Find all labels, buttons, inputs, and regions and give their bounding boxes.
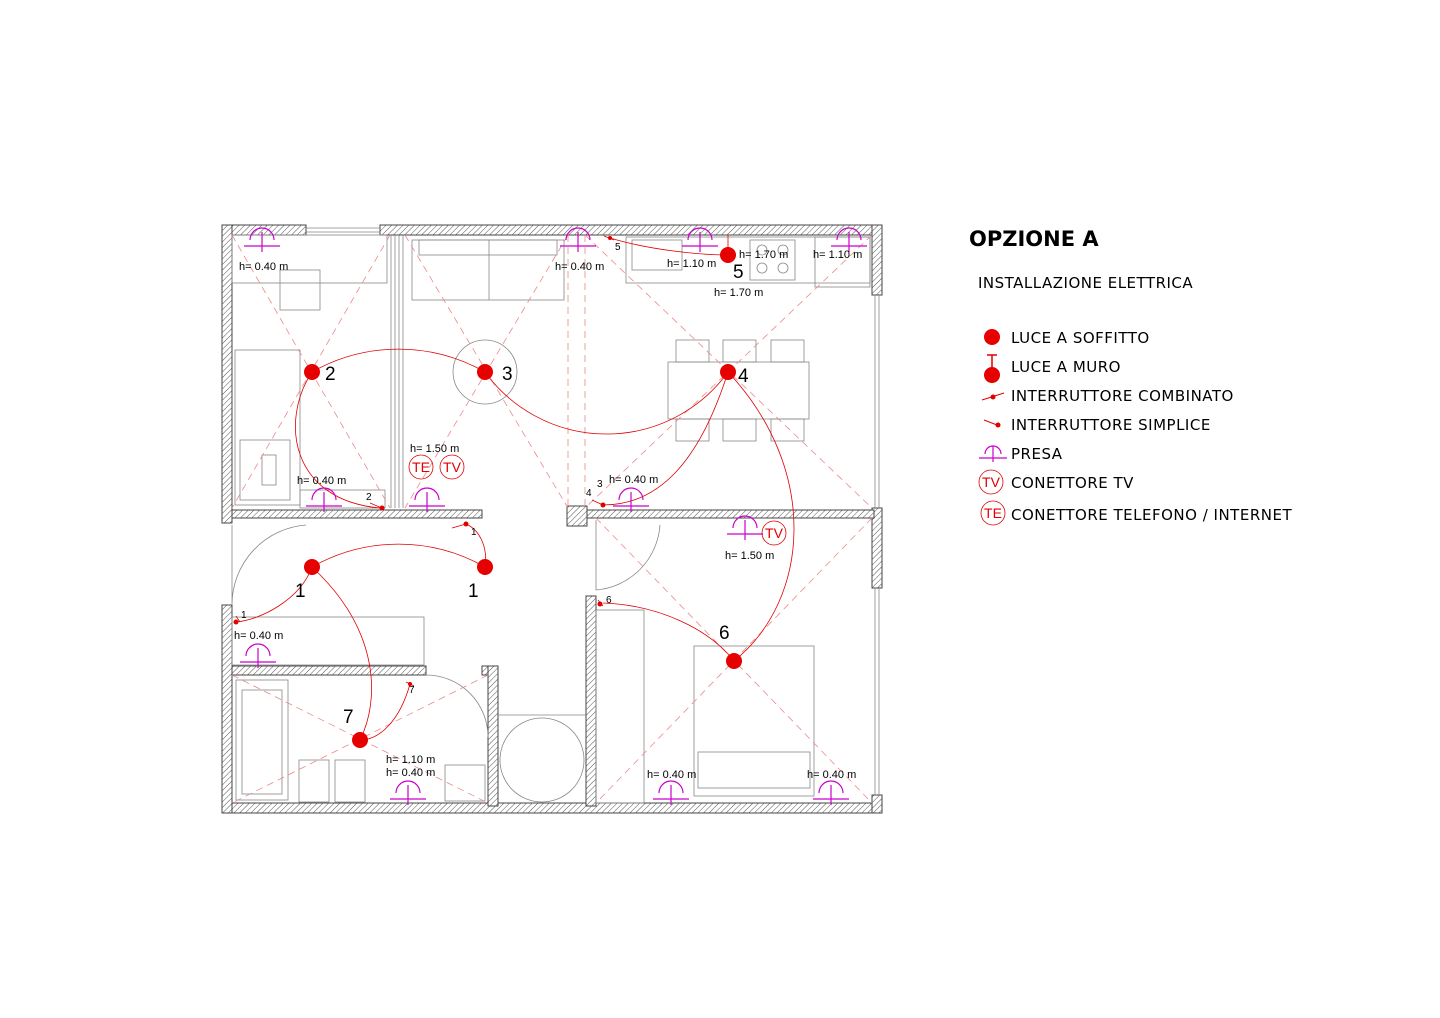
- circuit-lines: [235, 235, 795, 741]
- legend-label: LUCE A MURO: [1011, 358, 1121, 376]
- socket-icon: [653, 780, 689, 805]
- light-number: 6: [719, 623, 730, 644]
- legend-label: CONETTORE TELEFONO / INTERNET: [1011, 506, 1292, 524]
- light-number: 1: [295, 581, 306, 602]
- ceiling-light-icon: [984, 329, 1000, 345]
- legend-item-ceiling-light: LUCE A SOFFITTO: [984, 329, 1150, 347]
- socket-icon: [244, 227, 280, 252]
- legend-label: INTERRUTTORE SIMPLICE: [1011, 416, 1211, 434]
- light-number: 2: [325, 364, 336, 385]
- switch-number: 1: [471, 527, 477, 538]
- page-subtitle: INSTALLAZIONE ELETTRICA: [978, 274, 1193, 292]
- combined-switch-icon: [990, 394, 996, 400]
- legend-label: PRESA: [1011, 445, 1063, 463]
- ceiling-light-icon: [304, 364, 320, 380]
- height-label: h= 1.10 m: [386, 754, 435, 766]
- legend-label: INTERRUTTORE COMBINATO: [1011, 387, 1234, 405]
- tv-connector-icon: TV: [982, 474, 1001, 490]
- phone-connector-icon: TE: [984, 505, 1002, 521]
- switches: [233, 235, 615, 687]
- socket-icon: [560, 227, 596, 252]
- legend: LUCE A SOFFITTO LUCE A MURO INTERRUTTORE…: [978, 329, 1292, 526]
- socket-icon: [240, 643, 276, 668]
- sockets: [240, 227, 867, 805]
- legend-item-simple-switch: INTERRUTTORE SIMPLICE: [983, 416, 1211, 434]
- height-label: h= 0.40 m: [609, 474, 658, 486]
- light-number: 1: [468, 581, 479, 602]
- socket-icon: [813, 780, 849, 805]
- switch-number: 3: [597, 479, 603, 490]
- socket-icon: [613, 487, 649, 512]
- height-label: h= 1.50 m: [410, 443, 459, 455]
- tv-connector-icon: TV: [765, 525, 784, 541]
- shelf-lines: [390, 235, 404, 508]
- height-label: h= 0.40 m: [234, 630, 283, 642]
- legend-item-phone: TE CONETTORE TELEFONO / INTERNET: [980, 500, 1292, 526]
- height-label: h= 1.70 m: [714, 287, 763, 299]
- legend-item-combined-switch: INTERRUTTORE COMBINATO: [981, 387, 1234, 405]
- ceiling-light-icon: [304, 559, 320, 575]
- height-label: h= 0.40 m: [297, 475, 346, 487]
- height-labels: h= 0.40 m h= 0.40 m h= 1.10 m h= 1.70 m …: [234, 249, 862, 781]
- phone-connector-icon: TE: [412, 459, 430, 475]
- height-label: h= 1.10 m: [813, 249, 862, 261]
- combined-switch-icon: [233, 615, 241, 625]
- light-number: 3: [502, 364, 513, 385]
- light-number: 4: [738, 366, 749, 387]
- legend-item-socket: PRESA: [979, 445, 1063, 463]
- ceiling-lights: [304, 247, 742, 748]
- wall-light-icon: [984, 367, 1000, 383]
- tv-connector-icon: TV: [443, 459, 462, 475]
- switch-number: 6: [606, 595, 612, 606]
- light-number: 5: [733, 262, 744, 283]
- switch-number: 5: [615, 242, 621, 253]
- switch-number: 1: [241, 610, 247, 621]
- socket-icon: [390, 780, 426, 805]
- height-label: h= 0.40 m: [555, 261, 604, 273]
- page-title: OPZIONE A: [969, 227, 1099, 251]
- wiring-diagonals: [231, 234, 873, 804]
- ceiling-light-icon: [720, 364, 736, 380]
- simple-switch-icon: [995, 422, 1001, 428]
- height-label: h= 0.40 m: [647, 769, 696, 781]
- light-number: 7: [343, 707, 354, 728]
- height-label: h= 1.70 m: [739, 249, 788, 261]
- ceiling-light-icon: [477, 364, 493, 380]
- walls: [221, 224, 883, 814]
- socket-icon: [727, 515, 763, 540]
- combined-switch-icon: [451, 521, 469, 529]
- switch-numbers: 1 1 2 3 4 5 6 7: [241, 242, 621, 696]
- switch-number: 4: [586, 488, 592, 499]
- legend-item-wall-light: LUCE A MURO: [984, 354, 1121, 383]
- legend-label: LUCE A SOFFITTO: [1011, 329, 1150, 347]
- ceiling-light-icon: [477, 559, 493, 575]
- socket-icon: [831, 227, 867, 252]
- socket-icon: [409, 487, 445, 512]
- simple-switch-icon: [603, 235, 615, 241]
- light-numbers: 1 1 2 3 4 5 6 7: [295, 262, 749, 728]
- ceiling-light-icon: [726, 653, 742, 669]
- height-label: h= 1.10 m: [667, 258, 716, 270]
- simple-switch-icon: [405, 681, 415, 687]
- ceiling-light-icon: [352, 732, 368, 748]
- height-label: h= 0.40 m: [239, 261, 288, 273]
- legend-label: CONETTORE TV: [1011, 474, 1134, 492]
- socket-icon: [979, 445, 1007, 462]
- legend-item-tv: TV CONETTORE TV: [978, 469, 1134, 495]
- socket-icon: [682, 227, 718, 252]
- height-label: h= 0.40 m: [386, 767, 435, 779]
- height-label: h= 1.50 m: [725, 550, 774, 562]
- connectors: TE TV TV: [408, 454, 787, 546]
- switch-number: 2: [366, 492, 372, 503]
- socket-icon: [306, 487, 342, 512]
- simple-switch-icon: [369, 502, 385, 511]
- simple-switch-icon: [597, 599, 604, 607]
- switch-number: 7: [409, 685, 415, 696]
- windows: [306, 227, 880, 795]
- wall-light-icon: [720, 247, 736, 263]
- combined-switch-icon: [591, 499, 606, 508]
- furniture: [231, 234, 871, 804]
- height-label: h= 0.40 m: [807, 769, 856, 781]
